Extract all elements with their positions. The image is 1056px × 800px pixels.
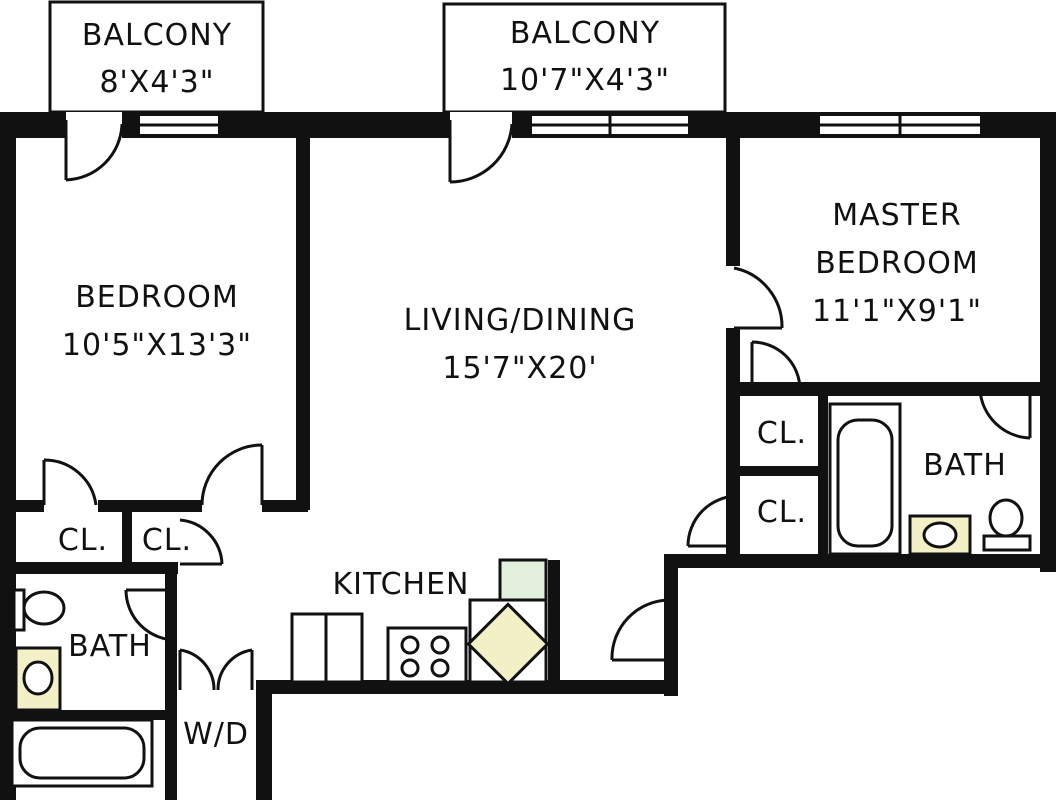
master-bottom-wall: [734, 382, 1054, 396]
master-name-line1: MASTER: [832, 198, 962, 233]
bath-left-name: BATH: [68, 629, 152, 664]
bath-right-door: [978, 389, 1032, 440]
kitchen-sink: [466, 598, 550, 686]
window-left: [140, 116, 218, 134]
balcony-center-size: 10'7"X4'3": [500, 63, 670, 98]
left-wall: [0, 112, 16, 800]
refrigerator: [498, 558, 548, 602]
sink-right: [908, 514, 972, 556]
window-right: [820, 116, 980, 134]
lower-right-wall: [664, 554, 1056, 568]
right-wall: [1040, 112, 1056, 572]
closet-bottom-wall: [8, 562, 178, 574]
bath-left-divider: [165, 574, 177, 800]
master-left-wall: [726, 130, 740, 560]
bathtub-right: [828, 402, 902, 556]
entry-wall: [664, 556, 678, 696]
balcony-left-door: [64, 120, 124, 182]
window-center: [532, 116, 688, 134]
closet-4-label: CL.: [757, 495, 807, 530]
wd-door-left: [178, 648, 216, 691]
bath-right-name: BATH: [923, 448, 1007, 483]
bedroom-name: BEDROOM: [75, 280, 239, 315]
kitchen-counter: [290, 612, 468, 684]
living-name: LIVING/DINING: [404, 303, 637, 338]
bedroom-closet-door: [42, 458, 98, 506]
laundry-label: W/D: [183, 717, 249, 752]
entry-door: [610, 598, 671, 662]
bath-right-divider: [818, 390, 828, 560]
closet-door-3: [750, 340, 802, 389]
bedroom-door: [200, 443, 264, 506]
master-name-line2: BEDROOM: [815, 246, 979, 281]
closet-door-2: [179, 518, 224, 566]
closet-divider: [122, 508, 132, 568]
toilet-right: [982, 498, 1032, 552]
toilet-left: [12, 588, 66, 632]
balcony-center-door: [448, 120, 514, 184]
closet-3-label: CL.: [757, 416, 807, 451]
sink-left: [14, 646, 62, 712]
balcony-center-name: BALCONY: [510, 16, 660, 51]
bedroom-wall: [296, 130, 310, 510]
bedroom-size: 10'5"X13'3": [62, 328, 252, 363]
balcony-left-size: 8'X4'3": [99, 65, 214, 100]
wd-door-right: [216, 648, 254, 691]
bath-left-bottom-wall: [8, 710, 168, 720]
closet-divider-right: [734, 466, 820, 476]
bath-left-door: [124, 588, 177, 642]
bathtub-left: [10, 718, 154, 788]
closet-2-label: CL.: [142, 523, 192, 558]
kitchen-name: KITCHEN: [333, 567, 470, 602]
master-door: [733, 266, 784, 330]
master-size: 11'1"X9'1": [812, 294, 982, 329]
kitchen-right-wall: [548, 560, 560, 690]
balcony-left-name: BALCONY: [82, 18, 232, 53]
living-size: 15'7"X20': [442, 351, 597, 386]
closet-door-4: [686, 494, 737, 548]
closet-1-label: CL.: [58, 523, 108, 558]
wd-wall-right: [256, 686, 272, 800]
